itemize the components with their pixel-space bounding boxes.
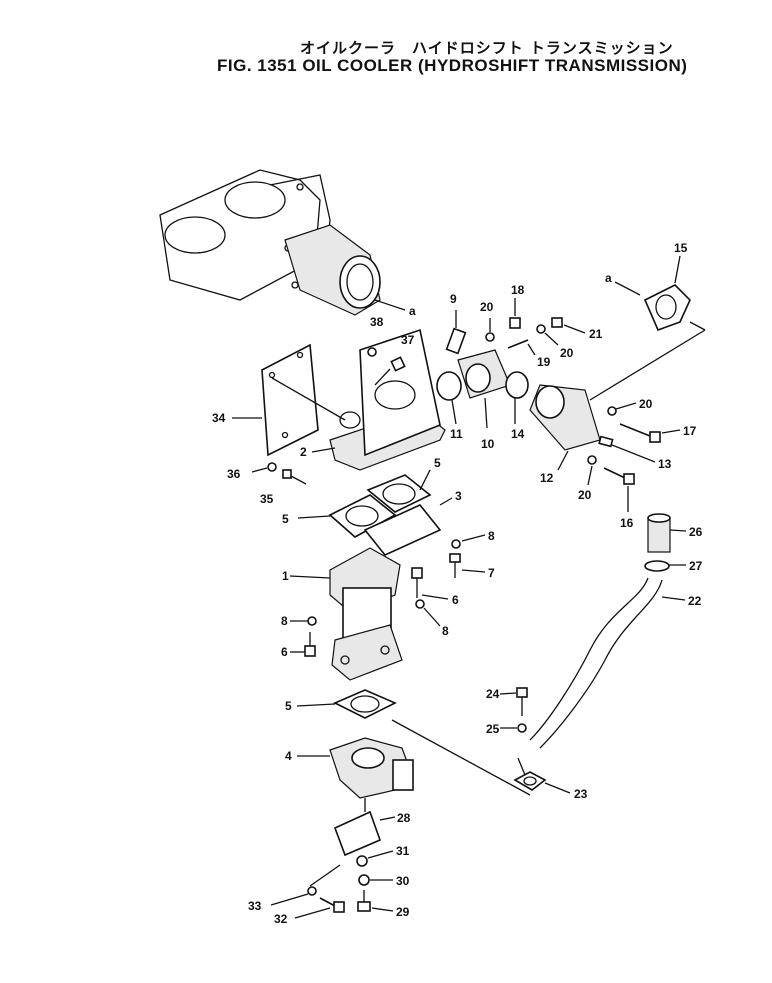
callout-28: 28 xyxy=(397,811,411,825)
bolt-17 xyxy=(619,423,661,443)
oil-cooler-body xyxy=(329,547,403,681)
callout-31: 31 xyxy=(396,844,410,858)
nut-21 xyxy=(551,317,563,328)
callout-12: 12 xyxy=(540,471,554,485)
callout-8-c: 8 xyxy=(281,614,288,628)
callout-17: 17 xyxy=(683,424,697,438)
callout-19: 19 xyxy=(537,355,551,369)
callout-8-b: 8 xyxy=(442,624,449,638)
gasket-5-lower xyxy=(333,689,397,719)
bolt-32 xyxy=(319,897,345,913)
callout-1: 1 xyxy=(282,569,289,583)
oil-cooler-flange-housing xyxy=(284,224,381,316)
callout-7: 7 xyxy=(488,566,495,580)
callout-37: 37 xyxy=(401,333,415,347)
washer-31 xyxy=(356,855,368,867)
lock-washer-30 xyxy=(358,874,370,886)
callout-8-a: 8 xyxy=(488,529,495,543)
callout-29: 29 xyxy=(396,905,410,919)
callout-26: 26 xyxy=(689,525,703,539)
callout-25: 25 xyxy=(486,722,500,736)
bolt-24 xyxy=(516,687,528,716)
callout-16: 16 xyxy=(620,516,634,530)
callout-3: 3 xyxy=(455,489,462,503)
bolt-6-right xyxy=(411,567,423,598)
washer-38 xyxy=(367,347,377,357)
bolt-6-left xyxy=(304,632,316,657)
callout-2: 2 xyxy=(300,445,307,459)
callout-34: 34 xyxy=(212,411,226,425)
callout-14: 14 xyxy=(511,427,525,441)
reference-a-1: a xyxy=(409,304,416,318)
washer-36 xyxy=(267,462,277,472)
callout-20-d: 20 xyxy=(578,488,592,502)
plate-3 xyxy=(363,504,442,556)
callout-15: 15 xyxy=(674,241,688,255)
gasket-5-right xyxy=(366,474,432,513)
callout-10: 10 xyxy=(481,437,495,451)
callout-32: 32 xyxy=(274,912,288,926)
washer-20-d xyxy=(587,455,597,465)
callout-5-b: 5 xyxy=(434,456,441,470)
callout-11: 11 xyxy=(450,427,463,441)
bolt-18 xyxy=(509,298,521,329)
callout-5-c: 5 xyxy=(285,699,292,713)
elbow-10 xyxy=(457,349,511,399)
bracket-28 xyxy=(333,798,382,857)
bolt-35 xyxy=(282,469,307,485)
callout-20-b: 20 xyxy=(560,346,574,360)
bolt-37 xyxy=(374,356,406,386)
bolt-7 xyxy=(449,553,461,578)
gasket-23 xyxy=(513,771,547,791)
figure-title-japanese: オイルクーラ ハイドロシフト トランスミッション xyxy=(300,39,674,57)
callout-18: 18 xyxy=(511,283,525,297)
callout-20-c: 20 xyxy=(639,397,653,411)
plug-13 xyxy=(598,435,614,448)
gasket-15 xyxy=(643,284,691,332)
callout-30: 30 xyxy=(396,874,410,888)
callout-36: 36 xyxy=(227,467,241,481)
callout-21: 21 xyxy=(589,327,603,341)
cooler-mount-housing xyxy=(329,328,446,471)
washer-8-b xyxy=(415,599,425,609)
callout-6-b: 6 xyxy=(281,645,288,659)
bolt-16 xyxy=(603,467,635,485)
fitting-9 xyxy=(445,310,467,355)
callout-35: 35 xyxy=(260,492,274,506)
callout-6-a: 6 xyxy=(452,593,459,607)
callout-22: 22 xyxy=(688,594,702,608)
o-ring-14 xyxy=(505,371,529,399)
washer-20-b xyxy=(536,324,546,334)
o-ring-11 xyxy=(436,371,462,401)
pipe-22 xyxy=(529,577,663,749)
adapter-4 xyxy=(329,737,414,799)
callout-24: 24 xyxy=(486,687,500,701)
callout-33: 33 xyxy=(248,899,262,913)
washer-33 xyxy=(307,886,317,896)
hose-26 xyxy=(647,513,671,553)
washer-20-a xyxy=(485,332,495,342)
gasket-5-left xyxy=(328,494,397,538)
callout-38: 38 xyxy=(370,315,384,329)
callout-9: 9 xyxy=(450,292,457,306)
washer-8-a xyxy=(451,539,461,549)
callout-4: 4 xyxy=(285,749,292,763)
bolt-19 xyxy=(507,339,529,349)
washer-8-c xyxy=(307,616,317,626)
callout-23: 23 xyxy=(574,787,588,801)
callout-27: 27 xyxy=(689,559,703,573)
callout-13: 13 xyxy=(658,457,672,471)
reference-a-2: a xyxy=(605,271,612,285)
washer-25 xyxy=(517,723,527,733)
bracket-plate xyxy=(261,343,319,457)
elbow-cover-12 xyxy=(529,384,601,451)
bolt-29 xyxy=(357,890,371,912)
callout-20-a: 20 xyxy=(480,300,494,314)
figure-title: FIG. 1351 OIL COOLER (HYDROSHIFT TRANSMI… xyxy=(217,56,688,75)
clamp-27 xyxy=(644,560,670,572)
washer-20-c xyxy=(607,406,617,416)
callout-5-a: 5 xyxy=(282,512,289,526)
